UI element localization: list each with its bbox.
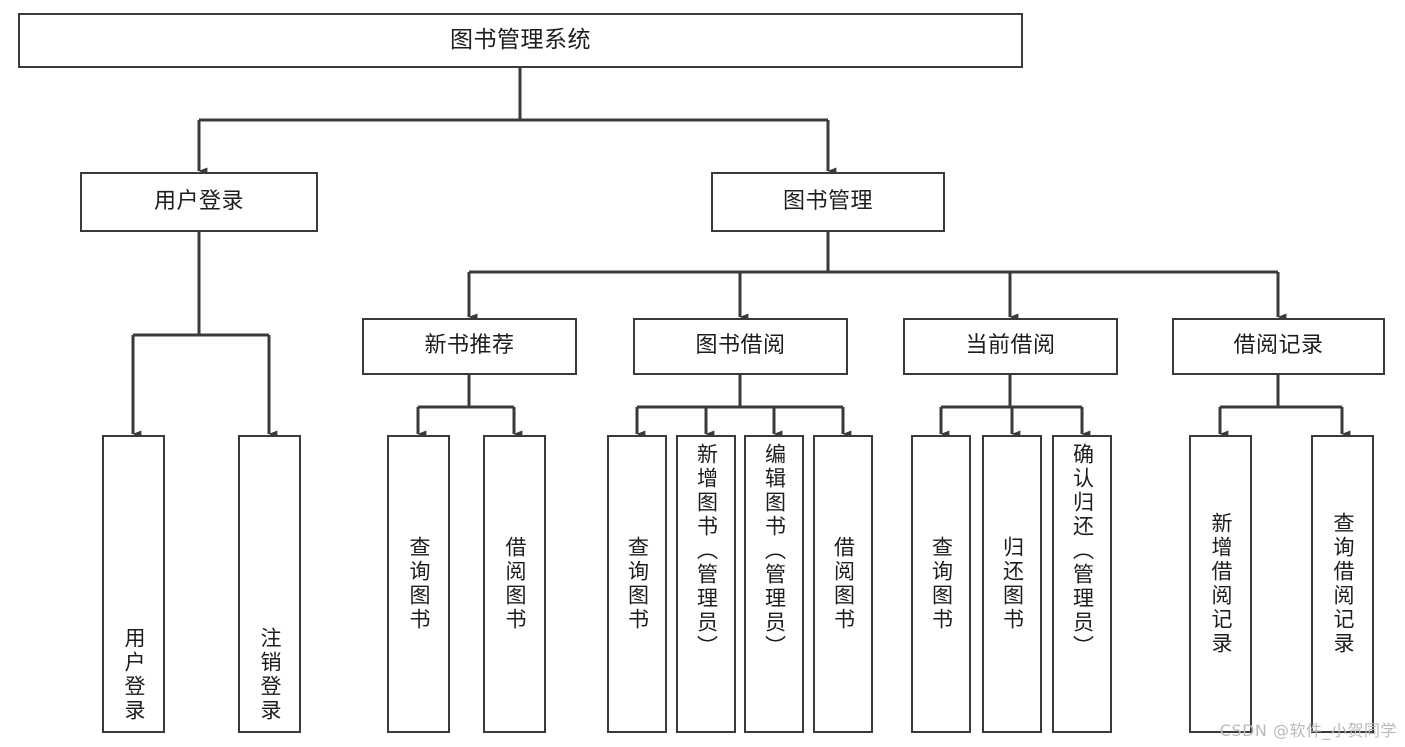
node-label-bookmgmt: 图书管理 (782, 188, 873, 214)
node-l-bo-add[interactable]: 新增图书（管理员） (676, 435, 736, 733)
node-label-l-bo-add: 新增图书（管理员） (694, 443, 719, 659)
node-label-l-bo-borrow: 借阅图书 (831, 536, 856, 632)
node-records[interactable]: 借阅记录 (1172, 318, 1385, 375)
node-label-newbook: 新书推荐 (424, 333, 515, 359)
node-current[interactable]: 当前借阅 (903, 318, 1118, 375)
node-label-login: 用户登录 (153, 188, 244, 214)
node-l-cu-return[interactable]: 归还图书 (982, 435, 1042, 733)
node-l-cu-confirm[interactable]: 确认归还（管理员） (1052, 435, 1112, 733)
node-label-l-nb-query: 查询图书 (407, 536, 431, 632)
node-label-records: 借阅记录 (1233, 333, 1324, 359)
node-label-l-nb-borrow: 借阅图书 (503, 536, 527, 632)
node-borrow[interactable]: 图书借阅 (633, 318, 848, 375)
node-l-nb-borrow[interactable]: 借阅图书 (483, 435, 546, 733)
watermark-label: CSDN @软件_小贺同学 (1219, 721, 1397, 740)
node-label-l-re-add: 新增借阅记录 (1209, 512, 1233, 656)
node-label-l-bo-edit: 编辑图书（管理员） (762, 443, 787, 659)
node-label-l-cu-return: 归还图书 (1000, 536, 1025, 632)
node-label-l-logout: 注销登录 (258, 627, 282, 723)
node-l-bo-query[interactable]: 查询图书 (607, 435, 667, 733)
node-newbook[interactable]: 新书推荐 (362, 318, 577, 375)
node-label-root: 图书管理系统 (450, 26, 591, 53)
node-label-l-cu-confirm: 确认归还（管理员） (1070, 443, 1095, 659)
node-l-login[interactable]: 用户登录 (102, 435, 165, 733)
node-label-borrow: 图书借阅 (695, 333, 786, 359)
node-label-l-cu-query: 查询图书 (929, 536, 954, 632)
node-l-re-add[interactable]: 新增借阅记录 (1189, 435, 1252, 733)
node-root[interactable]: 图书管理系统 (18, 13, 1023, 68)
node-label-l-re-query: 查询借阅记录 (1331, 512, 1355, 656)
node-label-l-bo-query: 查询图书 (625, 536, 650, 632)
node-l-re-query[interactable]: 查询借阅记录 (1311, 435, 1374, 733)
node-l-bo-edit[interactable]: 编辑图书（管理员） (744, 435, 804, 733)
node-login[interactable]: 用户登录 (80, 172, 318, 232)
node-l-nb-query[interactable]: 查询图书 (387, 435, 450, 733)
node-label-current: 当前借阅 (965, 333, 1056, 359)
node-bookmgmt[interactable]: 图书管理 (711, 172, 945, 232)
node-l-cu-query[interactable]: 查询图书 (911, 435, 971, 733)
node-l-bo-borrow[interactable]: 借阅图书 (813, 435, 873, 733)
node-label-l-login: 用户登录 (122, 627, 146, 723)
node-l-logout[interactable]: 注销登录 (238, 435, 301, 733)
